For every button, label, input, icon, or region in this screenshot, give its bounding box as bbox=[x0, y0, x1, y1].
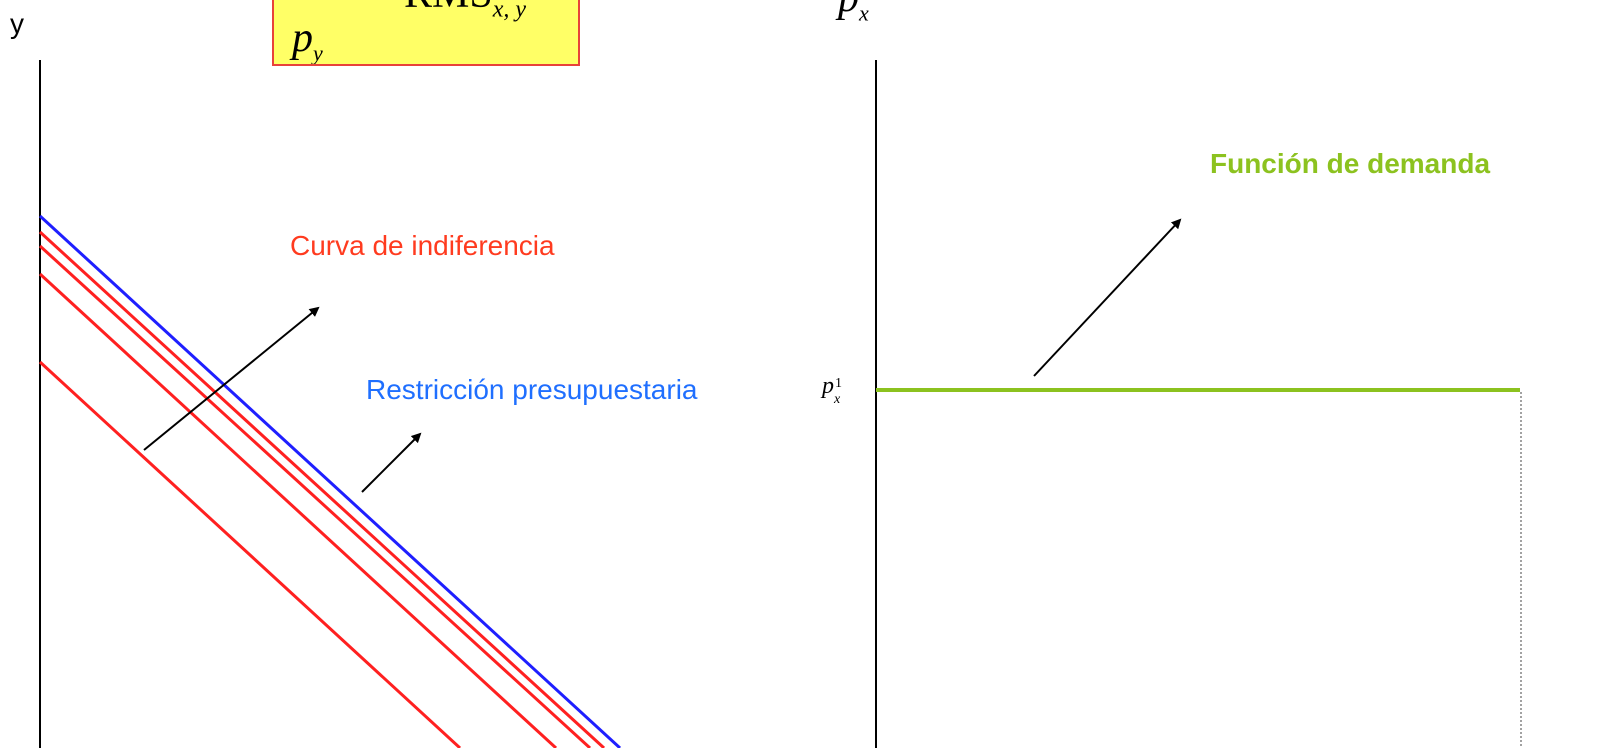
price-level-superscript: 1 bbox=[835, 376, 842, 391]
price-level-variable: p bbox=[822, 373, 834, 399]
right-axis-top-label: px bbox=[838, 0, 869, 26]
demand-function-label: Función de demanda bbox=[1210, 148, 1491, 179]
formula-box: py RMSx, y bbox=[272, 0, 580, 66]
indifference-curve-1 bbox=[38, 230, 606, 748]
formula-rhs-subscript: x, y bbox=[492, 0, 527, 23]
formula-rhs-text: RMS bbox=[404, 0, 493, 17]
indifference-curve-label: Curva de indiferencia bbox=[290, 230, 555, 261]
formula-rhs: RMSx, y bbox=[404, 0, 526, 23]
formula-numerator-subscript: y bbox=[313, 40, 323, 66]
y-axis-label: y bbox=[10, 8, 24, 39]
indifference-curve-2 bbox=[38, 244, 592, 748]
formula-numerator: py bbox=[292, 14, 323, 66]
indifference-curve-4 bbox=[38, 360, 462, 748]
formula-numerator-variable: p bbox=[292, 15, 313, 61]
budget-constraint-label: Restricción presupuestaria bbox=[366, 374, 698, 405]
indifference-arrow bbox=[143, 306, 320, 451]
budget-line bbox=[38, 214, 622, 748]
demand-arrow bbox=[1033, 218, 1182, 377]
right-axis-top-subscript: x bbox=[859, 0, 869, 26]
budget-arrow bbox=[361, 432, 422, 493]
right-axis-top-variable: p bbox=[838, 0, 859, 21]
price-level-label: p 1 x bbox=[822, 373, 844, 407]
indifference-curve-3 bbox=[38, 272, 558, 748]
price-level-subscript: x bbox=[834, 392, 841, 407]
